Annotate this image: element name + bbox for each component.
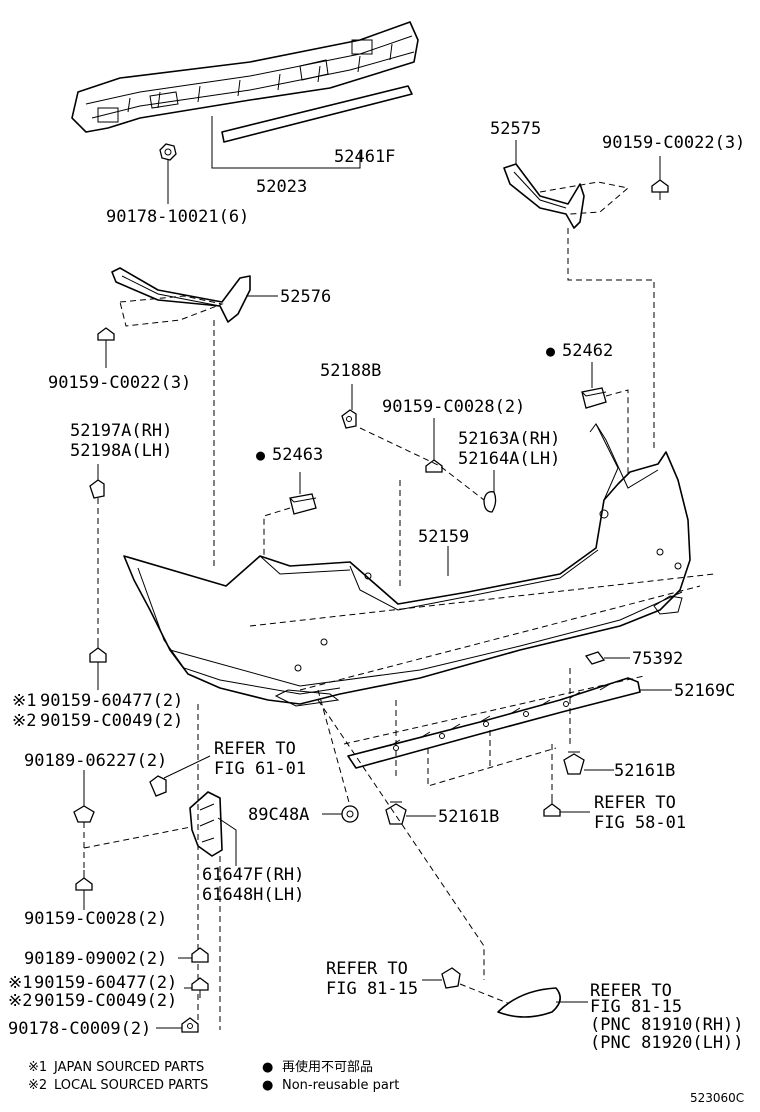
bumper-seal-strip	[221, 85, 413, 143]
label-90159-60477-b: 90159-60477(2)	[34, 973, 177, 993]
label-52159: 52159	[418, 527, 469, 547]
clip-fig-61-01	[149, 775, 167, 797]
nut-89C48A	[341, 805, 359, 823]
rear-bumper-cover	[123, 423, 691, 707]
label-52188B: 52188B	[320, 361, 381, 381]
label-90159-60477-a: 90159-60477(2)	[40, 691, 183, 711]
rear-bumper-reinforcement	[71, 21, 419, 133]
clip-52197A	[89, 479, 105, 499]
label-52164A: 52164A(LH)	[458, 449, 560, 469]
label-refer-81-15-a-line2: FIG 81-15	[326, 979, 418, 999]
legend-mark-2: ※2	[28, 1078, 47, 1093]
label-52462: 52462	[562, 341, 613, 361]
legend-non-reusable-en: Non-reusable part	[282, 1078, 399, 1093]
label-75392: 75392	[632, 649, 683, 669]
label-90159-c0028-bottom: 90159-C0028(2)	[24, 909, 167, 929]
bracket-61647F	[189, 791, 223, 857]
screw-90159-c0028-bottom	[75, 870, 93, 898]
screw-fig-81-15	[441, 967, 461, 989]
clip-52188B	[341, 409, 357, 429]
label-90159-c0022-right: 90159-C0022(3)	[602, 133, 745, 153]
label-61647F: 61647F(RH)	[202, 865, 304, 885]
label-52576: 52576	[280, 287, 331, 307]
legend-japan-sourced: JAPAN SOURCED PARTS	[53, 1060, 204, 1075]
legend-non-reusable-jp: 再使用不可部品	[282, 1059, 373, 1075]
legend-dot-2: ●	[262, 1078, 273, 1093]
legend: ※1 JAPAN SOURCED PARTS ※2 LOCAL SOURCED …	[28, 1059, 399, 1093]
label-refer-81-15-b-line1: REFER TO	[590, 981, 672, 1001]
label-52461F: 52461F	[334, 147, 395, 167]
legend-mark-1: ※1	[28, 1060, 47, 1075]
screw-90159-c0022-right	[651, 179, 669, 200]
label-refer-58-01-line1: REFER TO	[594, 793, 676, 813]
reflector	[497, 987, 561, 1018]
label-refer-58-01-line2: FIG 58-01	[594, 813, 686, 833]
non-reusable-dot-52462: ●	[546, 342, 555, 360]
screw-90159-c0028-top	[425, 452, 443, 473]
label-pnc-81910: (PNC 81910(RH))	[590, 1015, 744, 1035]
screw-90159-60477-b	[191, 977, 209, 998]
label-90178-c0009: 90178-C0009(2)	[8, 1019, 151, 1039]
diagram-number: 523060C	[690, 1091, 744, 1105]
label-90159-c0028-top: 90159-C0028(2)	[382, 397, 525, 417]
pad-52163A	[483, 491, 497, 513]
label-refer-61-01-line2: FIG 61-01	[214, 759, 306, 779]
label-90159-c0022-left: 90159-C0022(3)	[48, 373, 191, 393]
clip-75392	[584, 651, 606, 665]
label-90189-06227: 90189-06227(2)	[24, 751, 167, 771]
label-52463: 52463	[272, 445, 323, 465]
label-52169C: 52169C	[674, 681, 735, 701]
mark-ref1-a: ※1	[12, 691, 36, 711]
label-52161B-center: 52161B	[438, 807, 499, 827]
label-pnc-81920: (PNC 81920(LH))	[590, 1033, 744, 1053]
clip-90189-06227	[73, 805, 95, 823]
label-52575: 52575	[490, 119, 541, 139]
label-52197A: 52197A(RH)	[70, 421, 172, 441]
label-52161B-right: 52161B	[614, 761, 675, 781]
label-52163A: 52163A(RH)	[458, 429, 560, 449]
spacer-52462	[581, 387, 607, 409]
screw-90159-c0022-left	[97, 327, 115, 348]
label-90178-10021: 90178-10021(6)	[106, 207, 249, 227]
screw-fig-58-01	[543, 798, 561, 817]
mark-ref2-a: ※2	[12, 711, 36, 731]
label-52023: 52023	[256, 177, 307, 197]
label-refer-81-15-a-line1: REFER TO	[326, 959, 408, 979]
legend-dot-1: ●	[262, 1060, 273, 1075]
bracket-52575	[503, 163, 585, 229]
lower-garnish-52169C	[347, 677, 641, 769]
reinforcement-nut	[159, 143, 177, 161]
label-refer-81-15-b-line2: FIG 81-15	[590, 997, 682, 1017]
bracket-52576	[111, 267, 251, 323]
label-90159-c0049-a: 90159-C0049(2)	[40, 711, 183, 731]
label-90159-c0049-b: 90159-C0049(2)	[34, 991, 177, 1011]
nut-90178-c0009	[181, 1017, 199, 1033]
label-89C48A: 89C48A	[248, 805, 309, 825]
legend-local-sourced: LOCAL SOURCED PARTS	[54, 1078, 208, 1093]
clip-52161B-right	[563, 751, 585, 775]
label-52198A: 52198A(LH)	[70, 441, 172, 461]
screw-90159-60477-a	[89, 640, 107, 670]
clip-52161B-center	[385, 801, 407, 825]
label-90189-09002: 90189-09002(2)	[24, 949, 167, 969]
mark-ref2-b: ※2	[8, 991, 32, 1011]
mark-ref1-b: ※1	[8, 973, 32, 993]
spacer-52463	[289, 493, 317, 515]
label-61648H: 61648H(LH)	[202, 885, 304, 905]
label-refer-61-01-line1: REFER TO	[214, 739, 296, 759]
nut-90189-09002	[191, 947, 209, 963]
non-reusable-dot-52463: ●	[256, 446, 265, 464]
